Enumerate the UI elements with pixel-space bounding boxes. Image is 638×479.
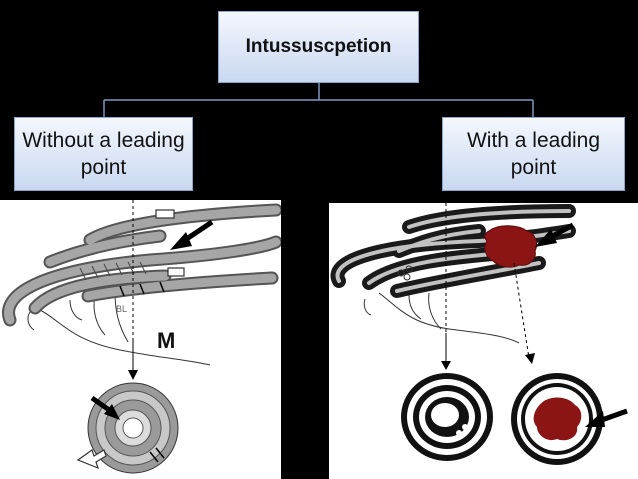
illustration-with-leading-point bbox=[329, 203, 638, 479]
mesentery-label: M bbox=[157, 328, 175, 353]
bowel-loops bbox=[2, 203, 281, 327]
small-arrows bbox=[119, 281, 165, 297]
arrow-icon bbox=[585, 408, 628, 427]
small-arrows bbox=[149, 447, 165, 463]
arrow-icon bbox=[90, 395, 120, 420]
small-circles bbox=[397, 265, 413, 281]
section-guide bbox=[513, 262, 530, 359]
bowel-loops bbox=[330, 204, 576, 298]
hollow-marker bbox=[167, 267, 185, 277]
tree-connectors bbox=[103, 83, 534, 117]
arrowhead-icon bbox=[525, 353, 535, 364]
mesentery-lines bbox=[27, 291, 211, 366]
branch-label: Without a leading point bbox=[22, 128, 185, 179]
small-label: BL bbox=[116, 304, 127, 314]
cross-section-concentric bbox=[401, 373, 493, 461]
root-label: Intussuscpetion bbox=[245, 36, 392, 57]
hollow-marker bbox=[155, 209, 175, 219]
cross-section-concentric bbox=[87, 382, 179, 474]
cross-section-lead-point bbox=[511, 373, 603, 465]
illustration-without-leading-point: BL M bbox=[0, 200, 281, 479]
mesentery-lines bbox=[363, 292, 520, 344]
branch-without-leading-point: Without a leading point bbox=[14, 117, 193, 191]
arrow-icon bbox=[170, 219, 214, 250]
root-node: Intussuscpetion bbox=[218, 11, 419, 83]
arrow-icon bbox=[535, 222, 575, 247]
arrowhead-icon bbox=[128, 370, 138, 380]
lead-point-mass bbox=[484, 225, 538, 268]
branch-label: With a leading point bbox=[466, 128, 601, 179]
branch-with-leading-point: With a leading point bbox=[442, 117, 625, 191]
hollow-arrow-icon bbox=[76, 449, 107, 470]
arrowhead-icon bbox=[441, 361, 451, 370]
